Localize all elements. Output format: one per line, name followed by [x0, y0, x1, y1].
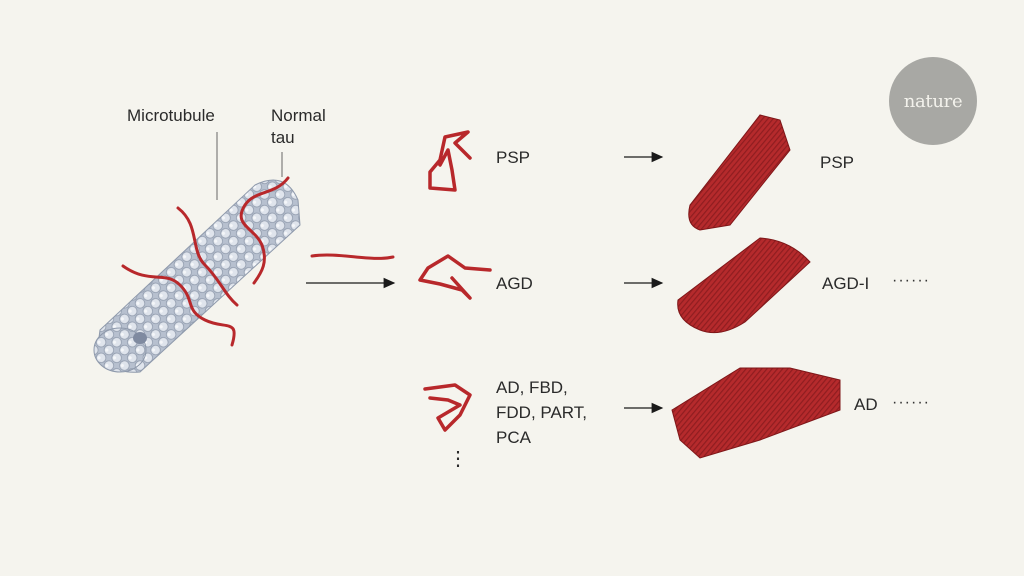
- normal-tau-strands: [121, 176, 290, 347]
- psp-filament: [688, 114, 791, 231]
- psp-monomer-fold: [428, 130, 472, 192]
- microtubule-illustration: [93, 179, 301, 373]
- microtubule-label: Microtubule: [127, 106, 215, 125]
- ad-monomer-fold: [423, 383, 472, 432]
- ad-filament: [671, 367, 841, 459]
- filament-label-ad: AD: [854, 395, 878, 414]
- monomer-label-agd: AGD: [496, 274, 533, 293]
- continuation-dots-ad: ······: [892, 394, 930, 411]
- free-tau-strand: [310, 253, 395, 260]
- normal-tau-label: Normal tau: [271, 106, 326, 147]
- monomer-label-ad-group: AD, FBD, FDD, PART, PCA: [496, 378, 587, 447]
- agd-i-filament: [677, 237, 811, 334]
- filament-label-agd-i: AGD-I: [822, 274, 870, 293]
- filament-label-psp: PSP: [820, 153, 855, 172]
- continuation-dots-agd-i: ······: [892, 272, 930, 289]
- more-indicator: ⋮: [448, 448, 468, 470]
- agd-monomer-fold: [418, 254, 492, 300]
- nature-logo: nature: [889, 57, 977, 145]
- monomer-label-psp: PSP: [496, 148, 531, 167]
